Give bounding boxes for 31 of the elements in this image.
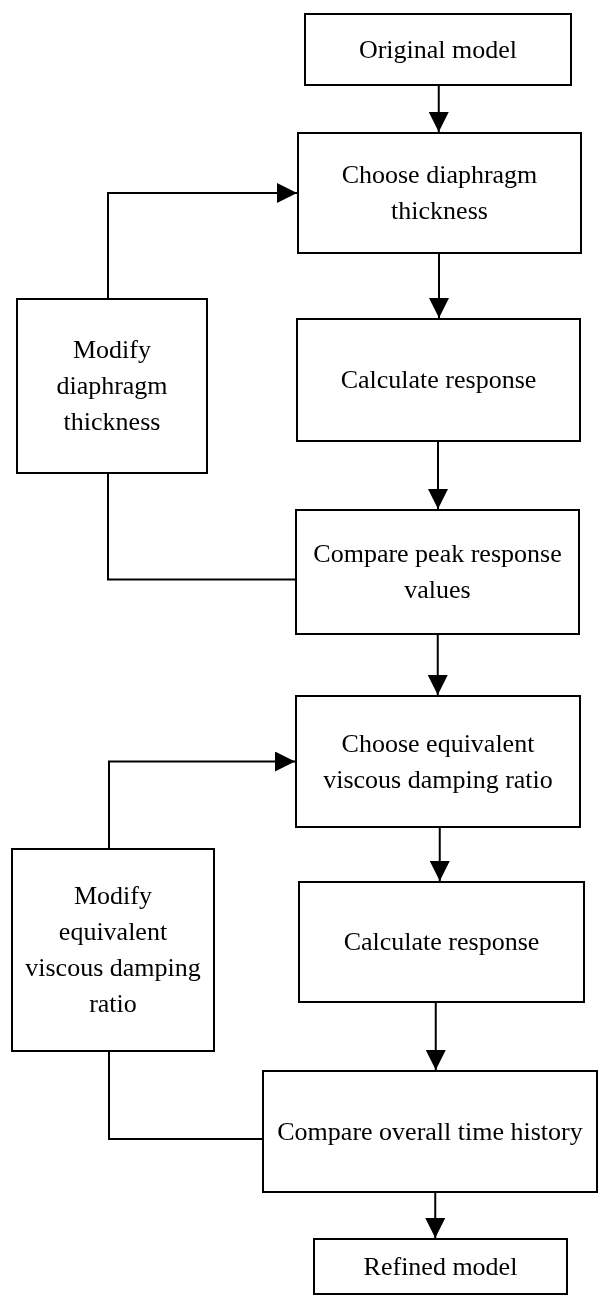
connector-line xyxy=(107,473,296,581)
arrow xyxy=(425,1192,446,1239)
box-label: Calculate response xyxy=(340,364,537,396)
box-label: Modify diaphragm thickness xyxy=(55,334,169,438)
box-label: Calculate response xyxy=(343,926,540,958)
box-label: Compare overall time history xyxy=(277,1115,583,1148)
arrow xyxy=(108,751,296,849)
process-box xyxy=(296,318,581,442)
arrow xyxy=(429,253,449,319)
process-box xyxy=(11,848,215,1052)
arrow xyxy=(427,634,448,696)
process-box xyxy=(295,695,581,828)
arrow xyxy=(107,183,298,299)
box-label: Choose equivalent viscous damping ratio xyxy=(322,727,554,796)
box-label: Compare peak response values xyxy=(312,538,563,606)
box-label: Refined model xyxy=(363,1250,518,1283)
process-box xyxy=(297,132,582,254)
box-label: Choose diaphragm thickness xyxy=(340,159,539,227)
arrow xyxy=(425,1002,446,1071)
arrow xyxy=(428,85,449,133)
box-label: Original model xyxy=(358,33,518,66)
process-box xyxy=(298,881,585,1003)
process-box xyxy=(16,298,208,474)
terminal-box xyxy=(313,1238,568,1295)
arrow xyxy=(429,827,450,882)
box-label: Modify equivalent viscous damping ratio xyxy=(24,880,202,1020)
connector-line xyxy=(108,1051,263,1140)
process-box xyxy=(295,509,580,635)
process-box xyxy=(262,1070,598,1193)
terminal-box xyxy=(304,13,572,86)
arrow xyxy=(428,441,448,510)
